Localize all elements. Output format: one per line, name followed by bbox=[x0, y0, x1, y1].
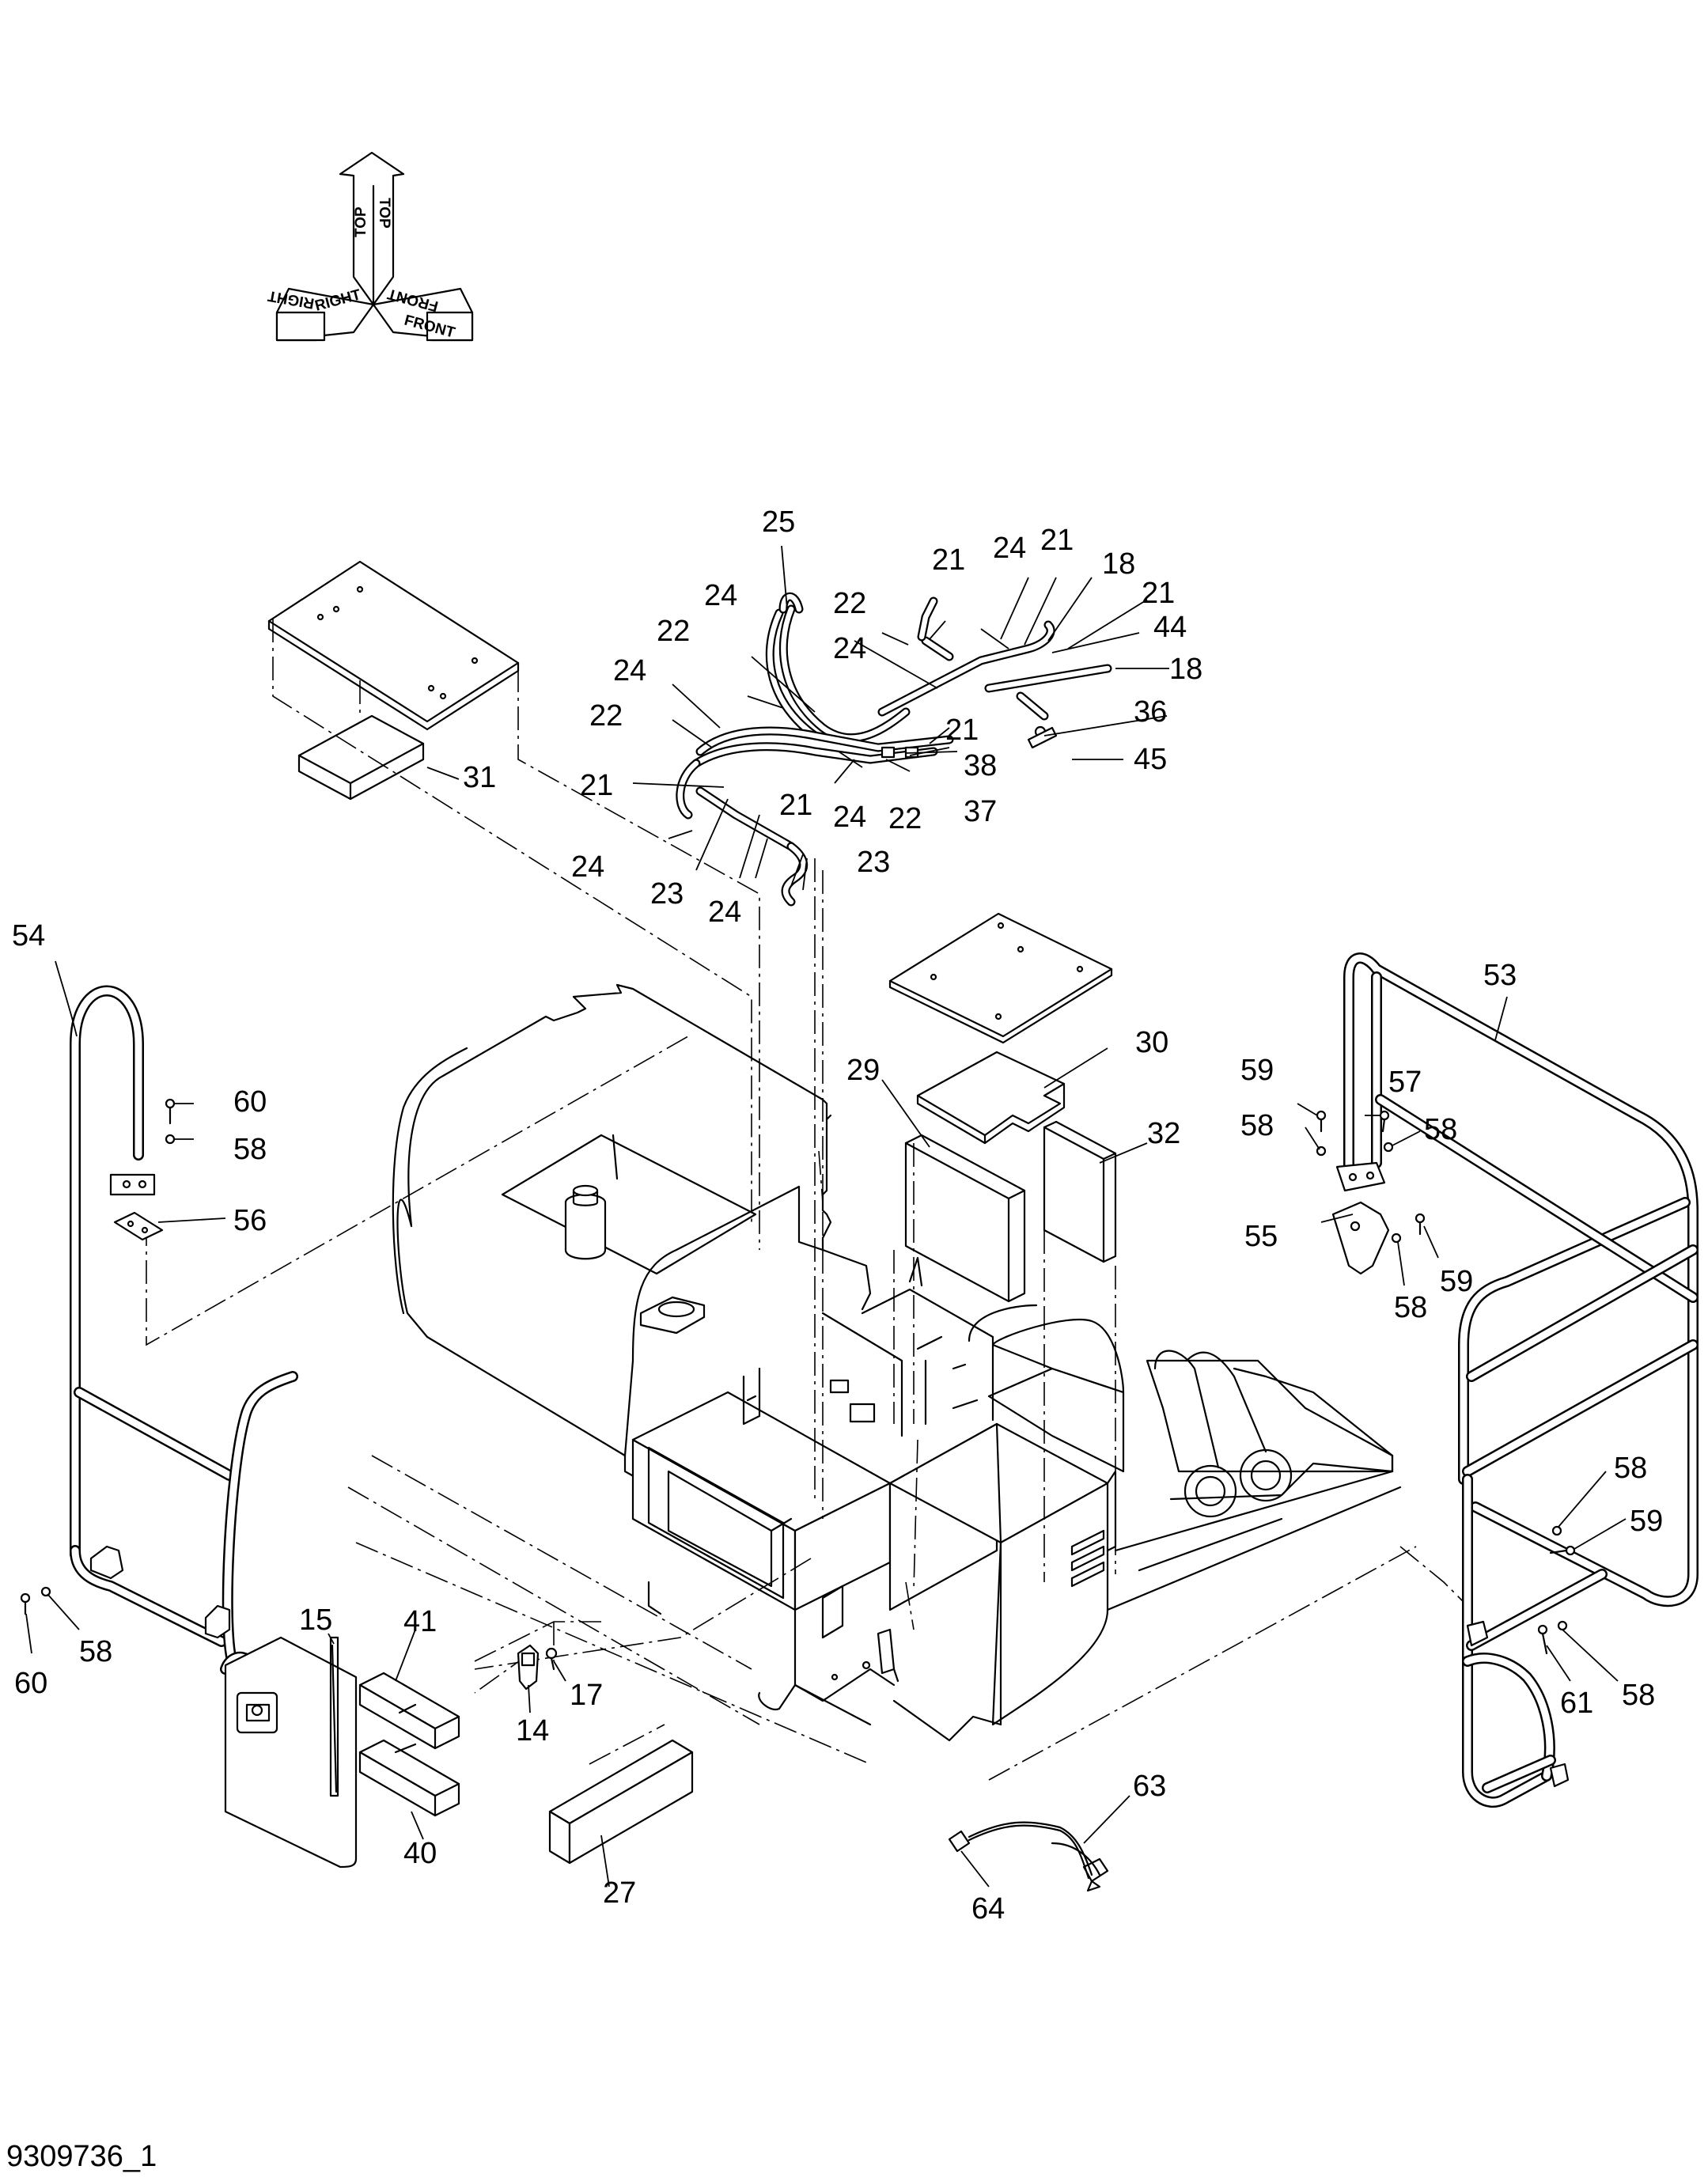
callout-22: 22 bbox=[833, 587, 866, 620]
bracket-56 bbox=[113, 1211, 164, 1241]
callout-36: 36 bbox=[1134, 695, 1167, 729]
callout-60: 60 bbox=[14, 1667, 47, 1700]
callout-58: 58 bbox=[1240, 1109, 1274, 1142]
assembly-lines bbox=[146, 619, 1464, 1781]
fasteners-right bbox=[1316, 1110, 1576, 1655]
callout-24: 24 bbox=[993, 532, 1026, 565]
callout-21: 21 bbox=[945, 714, 979, 747]
top-plate-right bbox=[888, 912, 1113, 1044]
callout-54: 54 bbox=[12, 919, 45, 952]
callout-24: 24 bbox=[704, 579, 737, 612]
callout-21: 21 bbox=[779, 789, 812, 822]
callout-63: 63 bbox=[1133, 1770, 1166, 1803]
bracket-55 bbox=[1331, 1161, 1390, 1275]
callout-17: 17 bbox=[570, 1679, 603, 1712]
pad-41 bbox=[358, 1672, 460, 1750]
callout-21: 21 bbox=[580, 769, 613, 802]
callout-64: 64 bbox=[971, 1892, 1005, 1925]
pad-31 bbox=[297, 714, 425, 801]
callout-59: 59 bbox=[1630, 1505, 1663, 1538]
top-plate-left bbox=[267, 560, 520, 731]
handrail-54 bbox=[70, 985, 298, 1675]
callout-24: 24 bbox=[833, 632, 866, 665]
callout-45: 45 bbox=[1134, 743, 1167, 776]
leader-lines bbox=[25, 545, 1627, 1888]
callout-44: 44 bbox=[1153, 611, 1187, 644]
callout-15: 15 bbox=[299, 1604, 332, 1637]
harness-64 bbox=[948, 1821, 1109, 1892]
callout-24: 24 bbox=[708, 895, 741, 929]
callout-30: 30 bbox=[1135, 1026, 1168, 1059]
callout-21: 21 bbox=[1142, 577, 1175, 610]
piping-assembly bbox=[676, 592, 1112, 907]
axis-top-label-2: TOP bbox=[376, 198, 392, 229]
pad-27 bbox=[548, 1739, 694, 1865]
callout-38: 38 bbox=[964, 749, 997, 782]
callout-58: 58 bbox=[233, 1133, 267, 1166]
callout-56: 56 bbox=[233, 1204, 267, 1237]
callout-58: 58 bbox=[79, 1635, 112, 1668]
callout-24: 24 bbox=[833, 801, 866, 834]
callout-31: 31 bbox=[463, 761, 496, 794]
callout-29: 29 bbox=[846, 1054, 880, 1087]
callout-58: 58 bbox=[1394, 1291, 1427, 1324]
callout-23: 23 bbox=[857, 846, 890, 879]
callout-41: 41 bbox=[403, 1605, 437, 1638]
main-frame bbox=[392, 983, 1402, 1742]
callout-27: 27 bbox=[603, 1876, 636, 1910]
callout-21: 21 bbox=[932, 543, 965, 577]
pad-32 bbox=[1043, 1120, 1117, 1263]
seal-15 bbox=[329, 1636, 339, 1797]
callout-14: 14 bbox=[516, 1714, 549, 1747]
callout-40: 40 bbox=[403, 1837, 437, 1870]
drawing-number: 9309736_1 bbox=[6, 2140, 157, 2173]
callout-22: 22 bbox=[589, 699, 623, 733]
callout-59: 59 bbox=[1440, 1265, 1473, 1298]
callout-61: 61 bbox=[1560, 1687, 1593, 1720]
callout-60: 60 bbox=[233, 1085, 267, 1119]
callout-58: 58 bbox=[1424, 1113, 1457, 1146]
handrail-53 bbox=[1343, 952, 1699, 1808]
callout-32: 32 bbox=[1147, 1117, 1180, 1150]
callout-58: 58 bbox=[1622, 1679, 1655, 1712]
callout-22: 22 bbox=[888, 802, 922, 835]
callout-22: 22 bbox=[657, 615, 690, 648]
callout-24: 24 bbox=[571, 850, 604, 884]
latch-14 bbox=[517, 1644, 558, 1691]
callout-59: 59 bbox=[1240, 1054, 1274, 1087]
axis-indicator: TOP TOP RIGHT RIGHT FRONT FRONT bbox=[267, 151, 474, 342]
callout-23: 23 bbox=[650, 877, 684, 911]
axis-top-label: TOP bbox=[353, 206, 369, 237]
top-arrow-icon bbox=[339, 151, 405, 306]
callout-55: 55 bbox=[1244, 1220, 1278, 1253]
pad-30 bbox=[916, 1051, 1066, 1145]
callout-58: 58 bbox=[1614, 1452, 1647, 1485]
pad-29 bbox=[904, 1134, 1026, 1303]
callout-labels: 25 24 21 21 18 24 22 21 44 22 24 18 24 2… bbox=[12, 505, 1663, 1925]
callout-21: 21 bbox=[1040, 524, 1074, 557]
callout-25: 25 bbox=[762, 505, 795, 539]
callout-37: 37 bbox=[964, 795, 997, 828]
callout-24: 24 bbox=[613, 654, 646, 687]
callout-57: 57 bbox=[1388, 1066, 1422, 1099]
callout-18: 18 bbox=[1102, 547, 1135, 581]
cover-plate bbox=[224, 1636, 358, 1869]
callout-18: 18 bbox=[1169, 653, 1202, 686]
pad-40 bbox=[358, 1739, 460, 1817]
callout-53: 53 bbox=[1483, 959, 1517, 992]
